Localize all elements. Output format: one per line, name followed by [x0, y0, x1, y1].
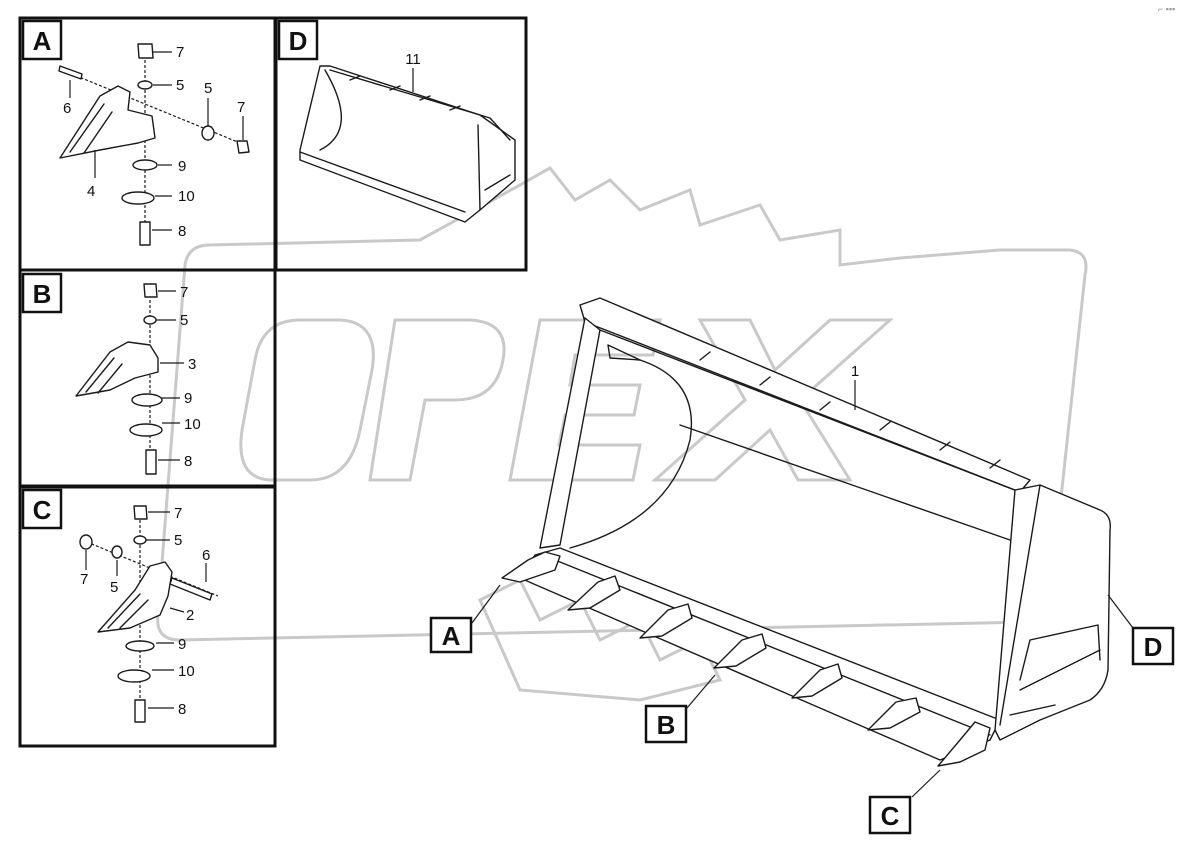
- washer-part: [79, 534, 93, 550]
- location-label-b: B: [657, 710, 676, 740]
- nut-part: [143, 283, 158, 298]
- small-bucket-detail: [299, 69, 511, 213]
- small-bucket-part: [299, 65, 516, 223]
- callout-7: 7: [237, 99, 245, 116]
- callout-3: 3: [188, 356, 196, 373]
- panel-c-frame: [18, 485, 277, 748]
- bucket-left-side: [539, 317, 601, 549]
- pin-part: [134, 699, 146, 723]
- panel-b-label-box: [21, 272, 63, 314]
- bucket-tooth: [639, 603, 693, 639]
- callout-10: 10: [184, 416, 201, 433]
- tooth-detail: [69, 103, 113, 154]
- callout-7: 7: [180, 284, 188, 301]
- bucket-back-curve: [569, 359, 693, 549]
- assembly-axis-line: [61, 69, 246, 146]
- bucket-top-ribs: [699, 351, 1001, 469]
- spacer-part: [131, 393, 163, 407]
- callout-7: 7: [176, 44, 184, 61]
- location-label-a: A: [442, 621, 461, 651]
- bucket-right-detail: [999, 484, 1101, 726]
- location-label-c: C: [881, 801, 900, 831]
- tooth-detail: [85, 357, 123, 394]
- panel-c-label: C: [33, 495, 52, 525]
- callout-5: 5: [180, 312, 188, 329]
- nut-part: [137, 43, 154, 59]
- callout-5: 5: [204, 80, 212, 97]
- bucket-tooth: [501, 551, 561, 583]
- location-label-d-box: [1131, 626, 1175, 666]
- callout-10: 10: [178, 663, 195, 680]
- plate-part: [129, 423, 163, 437]
- panel-a-label: A: [33, 26, 52, 56]
- plate-part: [121, 191, 155, 205]
- callout-9: 9: [178, 636, 186, 653]
- nut-part: [133, 505, 148, 520]
- detail-panel-b: B 7 5 3 9 10 8: [18, 268, 277, 488]
- callout-6: 6: [63, 100, 71, 117]
- bucket-top-edge: [599, 329, 1021, 493]
- callout-4: 4: [87, 183, 95, 200]
- pin-part: [139, 221, 151, 246]
- callout-9: 9: [178, 158, 186, 175]
- panel-b-label: B: [33, 279, 52, 309]
- bucket-tooth: [791, 663, 843, 699]
- washer-part: [143, 315, 157, 325]
- main-bucket-view: 1 A B C D: [429, 297, 1175, 835]
- pin-part: [145, 449, 157, 475]
- washer-part: [111, 545, 123, 559]
- panel-d-label-box: [277, 19, 319, 61]
- callout-8: 8: [178, 223, 186, 240]
- callout-7: 7: [174, 505, 182, 522]
- tooth-part: [59, 85, 156, 159]
- bucket-tooth: [567, 575, 621, 611]
- bucket-inner-line: [679, 424, 1011, 541]
- washer-part: [137, 80, 153, 90]
- small-bucket-detail: [349, 75, 461, 111]
- callout-5: 5: [174, 532, 182, 549]
- tooth-part: [97, 561, 173, 633]
- location-label-a-box: [429, 616, 473, 654]
- callout-8: 8: [184, 453, 192, 470]
- callout-6: 6: [202, 547, 210, 564]
- callout-5: 5: [110, 579, 118, 596]
- panel-d-frame: [274, 16, 528, 272]
- panel-c-label-box: [21, 488, 63, 530]
- washer-part: [133, 535, 147, 545]
- callout-8: 8: [178, 701, 186, 718]
- tooth-detail: [107, 593, 149, 629]
- panel-a-label-box: [21, 19, 63, 61]
- location-label-d: D: [1144, 632, 1163, 662]
- spacer-part: [132, 159, 158, 171]
- washer-part: [201, 125, 215, 141]
- plate-part: [117, 669, 151, 683]
- bucket-tooth: [713, 633, 767, 669]
- bucket-tooth: [867, 697, 921, 731]
- detail-panel-d: D 11: [274, 16, 528, 272]
- detail-panel-c: C 7 5 6 7 5 2 9 10 8: [18, 485, 277, 748]
- bucket-top-beam: [579, 297, 1031, 493]
- panel-d-label: D: [289, 26, 308, 56]
- bucket-bracket: [607, 344, 641, 361]
- callout-1: 1: [851, 363, 859, 380]
- callout-10: 10: [178, 188, 195, 205]
- callout-9: 9: [184, 390, 192, 407]
- bolt-part: [58, 65, 83, 80]
- detail-panel-a: A 7 5 5 7 6 9 10 4 8: [18, 16, 277, 272]
- bucket-edge-line: [554, 559, 991, 736]
- spacer-part: [125, 640, 155, 652]
- bucket-tooth: [937, 721, 991, 767]
- location-label-b-box: [644, 704, 688, 744]
- callout-11: 11: [405, 51, 421, 68]
- callout-5: 5: [176, 77, 184, 94]
- callout-2: 2: [186, 607, 194, 624]
- nut-part: [236, 140, 250, 154]
- corner-mark: ⌐ ▪▪▪: [1158, 4, 1175, 14]
- bucket-right-side: [994, 484, 1111, 741]
- callout-7: 7: [80, 571, 88, 588]
- bucket-cutting-edge: [519, 547, 1001, 761]
- bucket-right-detail: [1009, 704, 1056, 716]
- location-label-c-box: [868, 795, 912, 835]
